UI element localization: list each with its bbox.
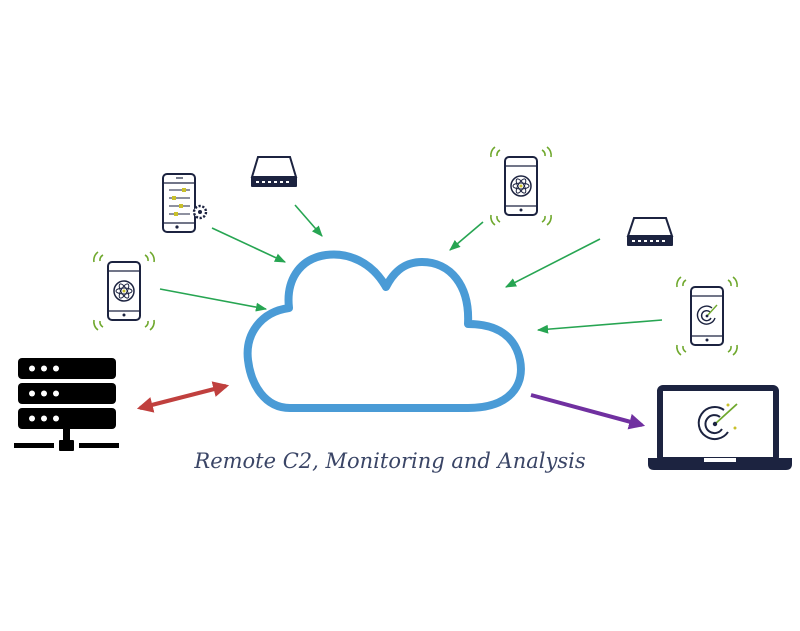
arrow-server-cloud-c2: [136, 381, 230, 413]
phone-radar-icon: [676, 276, 738, 356]
phone-atom-icon: [490, 146, 552, 226]
diagram-caption: Remote C2, Monitoring and Analysis: [194, 449, 586, 473]
arrow-router-left-to-cloud: [294, 204, 323, 237]
server-rack-icon: [14, 358, 119, 451]
arrow-settings-phone-to-cloud: [211, 227, 287, 263]
arrow-radar-phone-to-cloud: [536, 319, 663, 334]
arrow-atom-phone-right-to-cloud: [449, 221, 484, 251]
router-icon: [250, 156, 298, 187]
laptop-radar-icon: [648, 385, 792, 470]
arrow-router-right-to-cloud: [505, 238, 601, 288]
cloud-icon: [243, 250, 525, 412]
router-icon: [626, 217, 674, 246]
arrow-cloud-to-laptop: [530, 393, 646, 430]
phone-atom-icon: [93, 251, 155, 331]
phone-settings-icon: [162, 173, 208, 233]
arrow-atom-phone-left-to-cloud: [159, 288, 268, 312]
